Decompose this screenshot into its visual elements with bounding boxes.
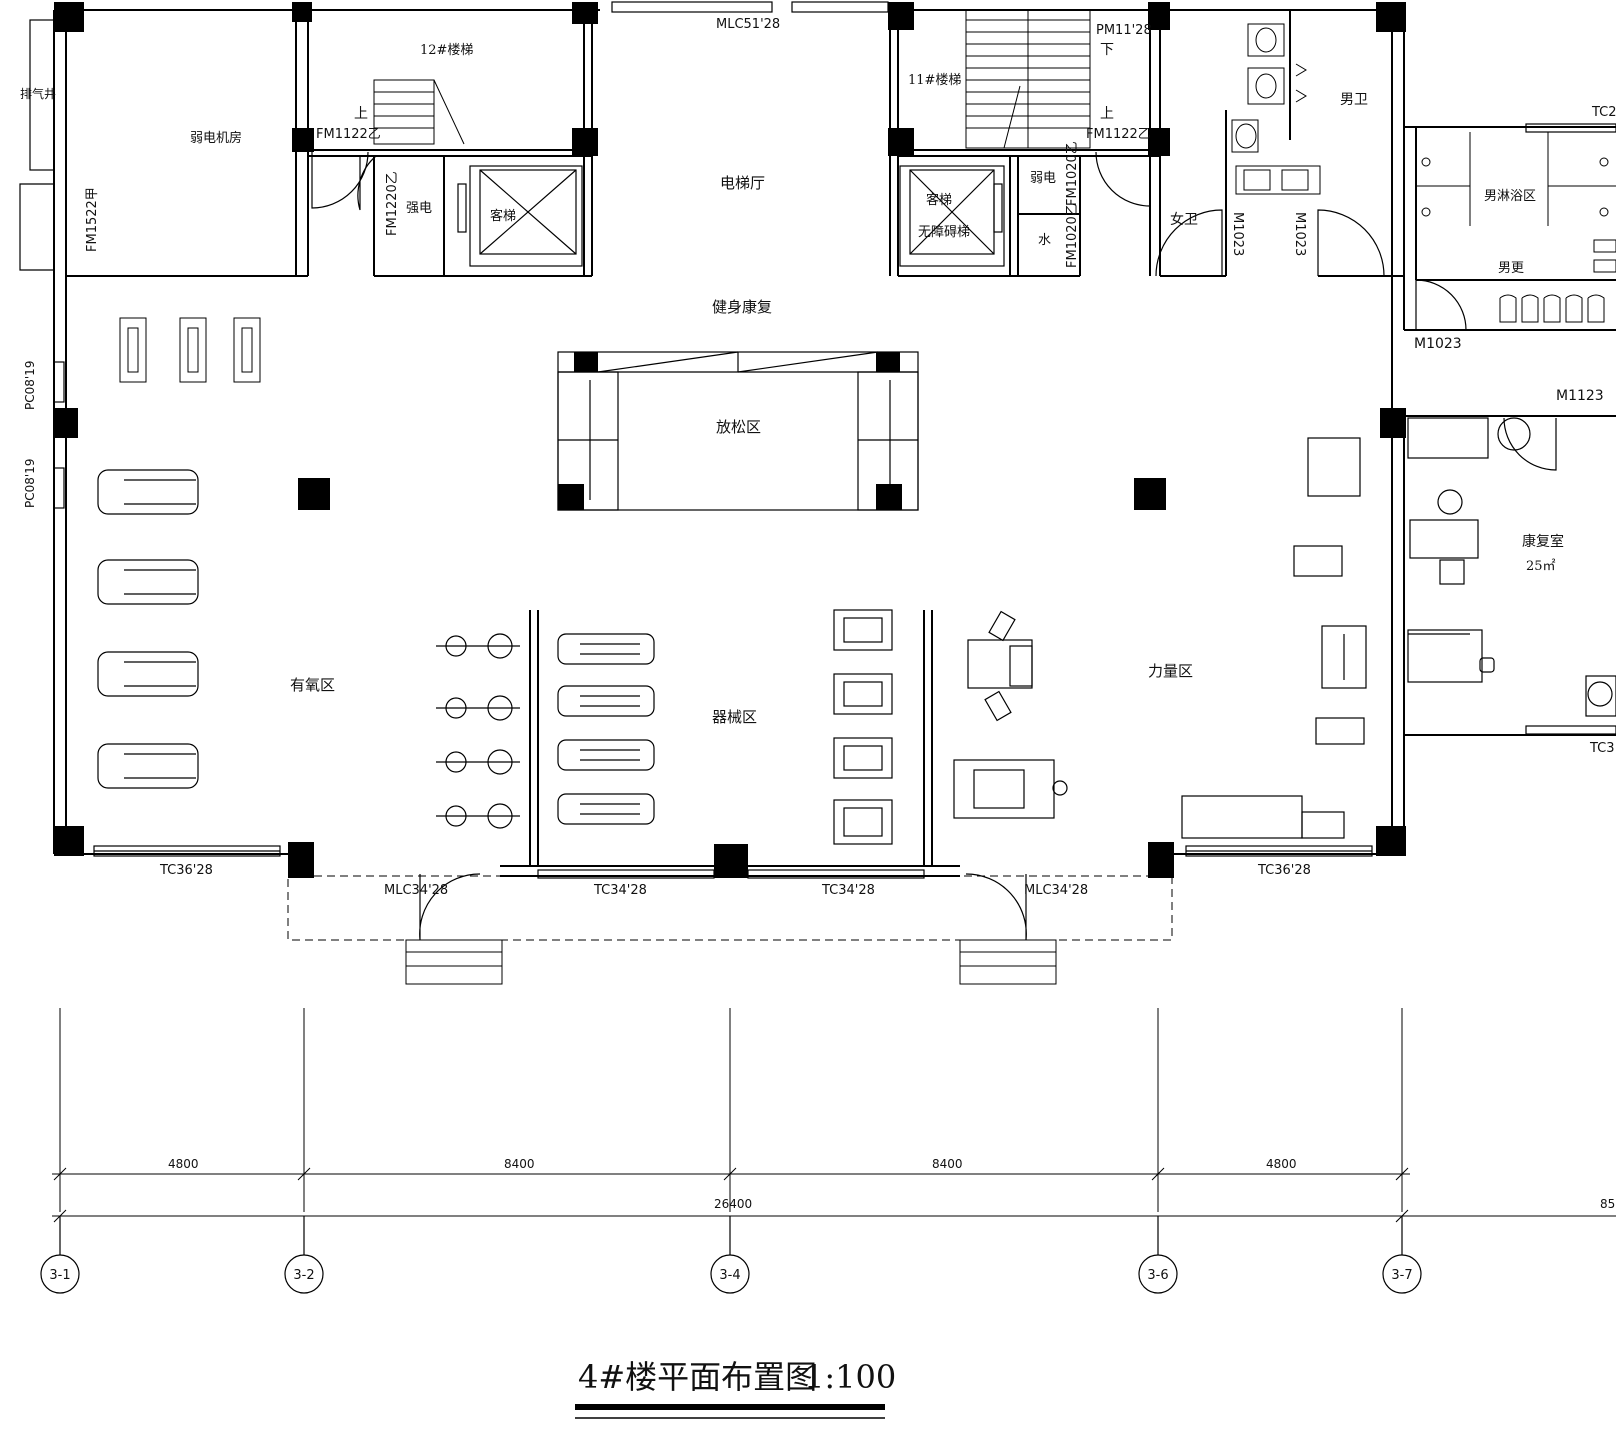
room-stair-12: 12#楼梯 (420, 43, 473, 58)
code-pc0819-b: PC08'19 (23, 459, 37, 508)
code-fm1122-right: FM1122乙 (1086, 127, 1151, 142)
room-weak-elec: 弱电机房 (190, 130, 242, 146)
room-equipment: 器械区 (712, 708, 757, 726)
room-passenger-lift: 客梯 (490, 208, 516, 224)
room-accessible-lift: 无障碍梯 (918, 225, 970, 240)
structural-columns (54, 2, 1406, 878)
dimension-labels: 4800 8400 8400 4800 26400 85 (168, 1157, 1615, 1211)
dim-seg-1: 4800 (168, 1157, 199, 1171)
code-m1123: M1123 (1556, 388, 1604, 404)
room-mens-shower: 男淋浴区 (1484, 189, 1536, 204)
title-underline (575, 1404, 885, 1419)
room-labels: 弱电机房 12#楼梯 11#楼梯 电梯厅 强电 弱电 水 客梯 客梯 无障碍梯 … (20, 42, 1564, 726)
entrance-canopy (287, 875, 1173, 985)
code-m1023-b: M1023 (1292, 212, 1307, 256)
elevator-right (899, 165, 1005, 267)
relax-lounge (557, 351, 919, 511)
rehab-furniture (1407, 417, 1616, 717)
axis-3-4: 3-4 (719, 1268, 740, 1283)
room-mens-change: 男更 (1498, 261, 1524, 276)
rowing-machines (557, 633, 655, 825)
room-strong-elec: 强电 (406, 201, 432, 216)
code-tc-right-top: TC2 (1591, 105, 1616, 120)
code-tc3428-a: TC34'28 (593, 883, 647, 898)
cardio-bikes-top (119, 317, 261, 383)
weight-machines (953, 437, 1367, 839)
shower-fixtures (1416, 132, 1616, 323)
code-mlc3428-right: MLC34'28 (1024, 883, 1088, 898)
code-fm1020-a: FM1020乙 (1065, 141, 1080, 206)
stair-11 (965, 9, 1091, 149)
code-labels: MLC51'28 PM11'28 FM1122乙 FM1122乙 FM1522甲… (23, 17, 1616, 898)
room-exhaust-shaft: 排气井 (20, 86, 56, 101)
code-fm1522: FM1522甲 (85, 187, 100, 252)
room-rehab: 康复室 (1522, 533, 1564, 550)
stair-11-up: 上 (1100, 106, 1114, 122)
axis-3-6: 3-6 (1147, 1268, 1168, 1283)
room-strength: 力量区 (1148, 662, 1193, 680)
code-fm1020-b: FM1020乙 (1065, 203, 1080, 268)
room-womens-wc: 女卫 (1170, 211, 1198, 228)
strength-benches (833, 609, 893, 845)
drawing-title-text: 4#楼平面布置图 (578, 1358, 817, 1396)
windows (29, 1, 1616, 879)
room-weak-shaft: 弱电 (1030, 171, 1056, 186)
axis-labels: 3-1 3-2 3-4 3-6 3-7 (49, 1268, 1412, 1283)
dimension-lines (52, 1008, 1616, 1223)
stair-12-up: 上 (354, 106, 368, 122)
axis-3-7: 3-7 (1391, 1268, 1412, 1283)
room-water: 水 (1038, 233, 1051, 248)
code-fm1220: FM1220乙 (385, 171, 400, 236)
axis-3-1: 3-1 (49, 1268, 70, 1283)
dim-right-partial: 85 (1600, 1197, 1615, 1211)
treadmills (97, 469, 199, 789)
code-m1023-c: M1023 (1414, 336, 1462, 352)
dim-seg-4: 4800 (1266, 1157, 1297, 1171)
code-tc-right-mid: TC3 (1589, 741, 1615, 756)
drawing-title: 4#楼平面布置图 1:100 (578, 1358, 896, 1396)
room-lift-right: 客梯 (926, 192, 952, 208)
code-tc3628-right: TC36'28 (1257, 863, 1311, 878)
spin-bikes (436, 633, 520, 829)
dim-seg-3: 8400 (932, 1157, 963, 1171)
dim-seg-2: 8400 (504, 1157, 535, 1171)
room-elevator-hall: 电梯厅 (720, 174, 765, 192)
stair-11-down: 下 (1100, 42, 1114, 58)
code-pc0819-a: PC08'19 (23, 361, 37, 410)
room-mens-wc: 男卫 (1340, 92, 1368, 108)
code-tc3428-b: TC34'28 (821, 883, 875, 898)
room-rehab-area: 25㎡ (1526, 559, 1556, 574)
room-stair-11: 11#楼梯 (908, 73, 961, 88)
room-fitness: 健身康复 (712, 298, 772, 316)
code-tc3628-left: TC36'28 (159, 863, 213, 878)
code-m1023-a: M1023 (1230, 212, 1245, 256)
room-cardio: 有氧区 (290, 676, 335, 694)
axis-3-2: 3-2 (293, 1268, 314, 1283)
axis-bubbles (40, 1216, 1422, 1294)
toilet-fixtures (1231, 23, 1321, 195)
code-mlc3428-left: MLC34'28 (384, 883, 448, 898)
code-mlc51: MLC51'28 (716, 17, 780, 32)
elevator-left (457, 165, 583, 267)
code-fm1122-left: FM1122乙 (316, 127, 381, 142)
code-pm11: PM11'28 (1096, 23, 1152, 38)
room-relax: 放松区 (716, 418, 761, 436)
dim-total: 26400 (714, 1197, 752, 1211)
stair-12 (373, 79, 465, 145)
drawing-scale-text: 1:100 (804, 1358, 896, 1396)
